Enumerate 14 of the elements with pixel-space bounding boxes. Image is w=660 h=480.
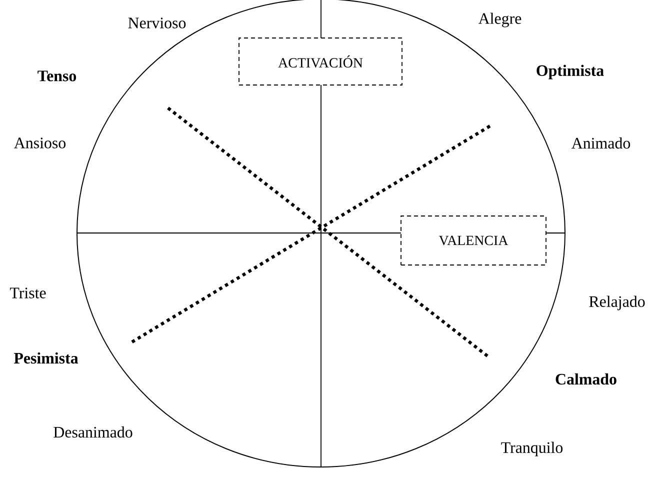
emotion-label: Tenso [38, 70, 76, 82]
emotion-label: Animado [572, 137, 630, 149]
emotion-label: Desanimado [54, 426, 132, 438]
emotion-label: Nervioso [128, 18, 186, 28]
emotion-label: Alegre [478, 12, 522, 28]
emotion-label: Pesimista [14, 352, 78, 364]
emotion-label: Ansioso [14, 138, 66, 148]
emotion-label: Optimista [536, 64, 604, 80]
dashed-label-box: VALENCIA [400, 216, 546, 266]
emotion-label: Relajado [589, 296, 645, 310]
dashed-label-box: ACTIVACIÓN [238, 38, 402, 86]
emotion-label: Triste [10, 288, 46, 298]
emotion-label: Tranquilo [501, 442, 563, 456]
emotion-label: Calmado [556, 373, 616, 385]
